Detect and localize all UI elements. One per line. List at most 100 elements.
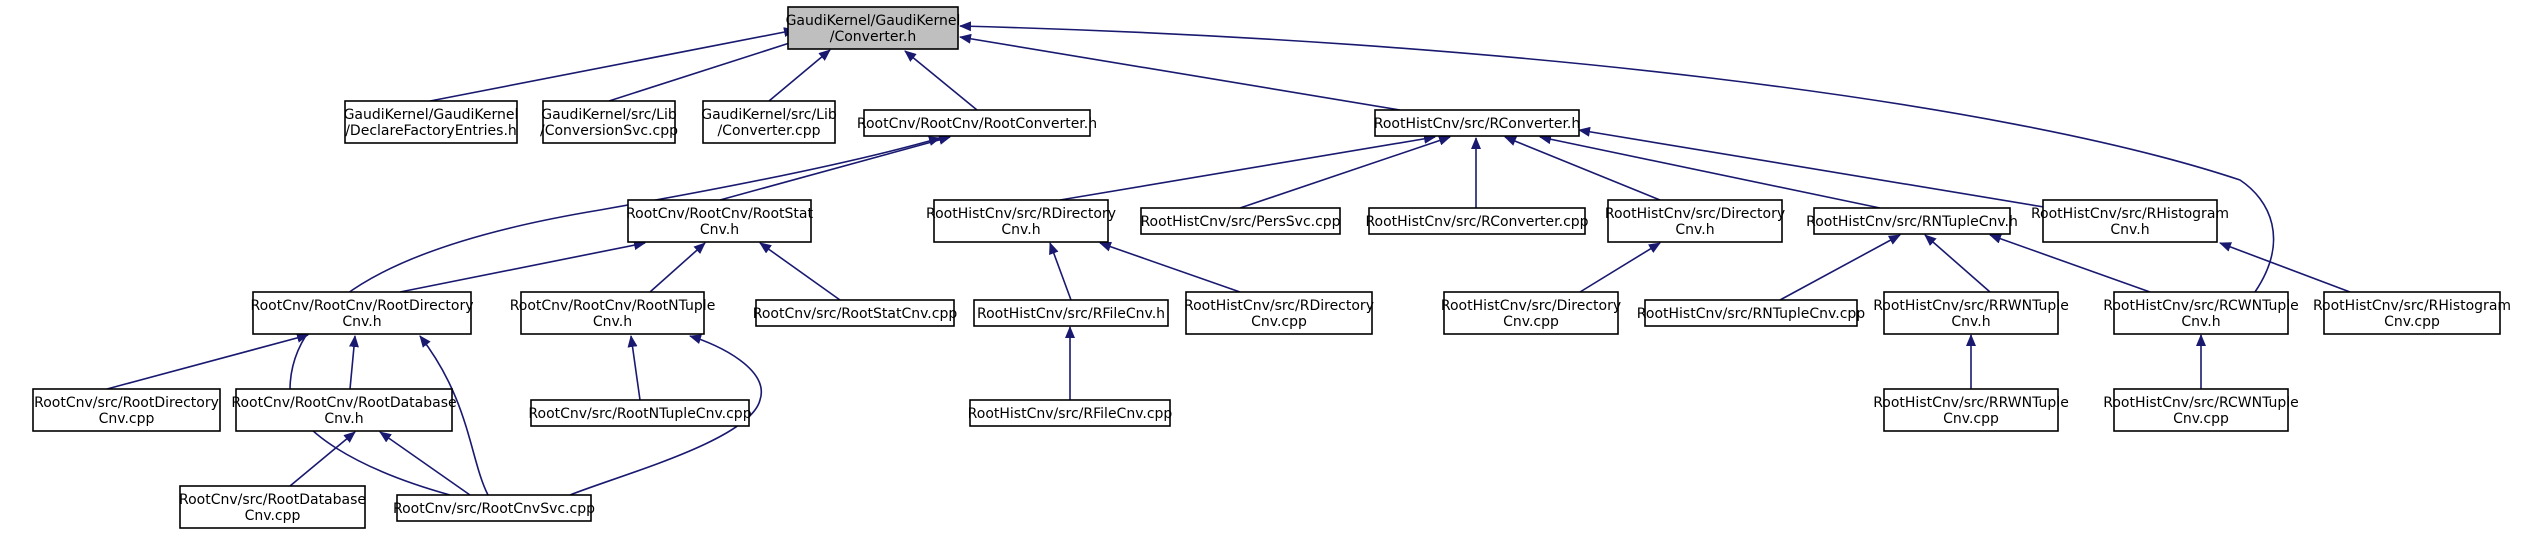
node-label-line: GaudiKernel/src/Lib	[701, 107, 837, 123]
node-label-line: Cnv.cpp	[99, 411, 155, 427]
node-n12[interactable]: RootCnv/src/RootNTupleCnv.cpp	[528, 399, 752, 427]
node-box	[2113, 291, 2289, 335]
node-box	[235, 388, 453, 432]
node-box	[1374, 109, 1580, 137]
node-layer: GaudiKernel/GaudiKernel/Converter.hGaudi…	[32, 6, 2511, 529]
node-label-line: RootHistCnv/src/RConverter.cpp	[1365, 214, 1588, 230]
node-box	[1644, 299, 1858, 327]
node-n17[interactable]: RootHistCnv/src/RConverter.cpp	[1365, 207, 1589, 235]
node-label-line: RootCnv/src/RootCnvSvc.cpp	[393, 501, 595, 517]
edge-n25-n19	[1779, 234, 1901, 301]
node-box	[787, 6, 959, 50]
node-n1[interactable]: GaudiKernel/GaudiKernel/DeclareFactoryEn…	[344, 100, 519, 144]
node-label-line: Cnv.h	[2181, 314, 2220, 330]
node-box	[702, 100, 836, 144]
node-box	[933, 199, 1109, 243]
node-box	[344, 100, 518, 144]
node-box	[2113, 388, 2289, 432]
edge-n4-n0	[904, 50, 978, 111]
node-box	[1883, 388, 2059, 432]
node-box	[969, 399, 1171, 427]
node-label-line: RootHistCnv/src/RNTupleCnv.cpp	[1637, 306, 1865, 322]
node-label-line: GaudiKernel/GaudiKernel	[344, 107, 519, 123]
node-label-line: Cnv.cpp	[2173, 411, 2229, 427]
node-label-line: RootHistCnv/src/RNTupleCnv.h	[1806, 214, 2018, 230]
node-label-line: RootHistCnv/src/RConverter.h	[1374, 116, 1581, 132]
edge-n27-n19	[1989, 233, 2151, 293]
node-n5[interactable]: RootHistCnv/src/RConverter.h	[1374, 109, 1581, 137]
edge-n3-n0	[768, 49, 831, 102]
edge-n6-n4	[719, 135, 951, 201]
edge-n22-n15	[1099, 241, 1241, 293]
node-n8[interactable]: RootCnv/RootCnv/RootNTupleCnv.h	[510, 291, 716, 335]
node-box	[530, 399, 750, 427]
edge-n1-n0	[429, 27, 796, 102]
edge-n8-n6	[649, 242, 706, 293]
node-n19[interactable]: RootHistCnv/src/RNTupleCnv.h	[1806, 207, 2018, 235]
node-label-line: RootHistCnv/src/PersSvc.cpp	[1140, 214, 1340, 230]
node-n6[interactable]: RootCnv/RootCnv/RootStatCnv.h	[626, 199, 813, 243]
node-box	[396, 494, 592, 522]
edge-n14-n4	[289, 136, 941, 496]
node-label-line: RootHistCnv/src/RFileCnv.cpp	[968, 406, 1173, 422]
node-label-line: Cnv.h	[324, 411, 363, 427]
node-n0[interactable]: GaudiKernel/GaudiKernel/Converter.h	[786, 6, 961, 50]
node-label-line: /DeclareFactoryEntries.h	[345, 123, 517, 139]
node-n3[interactable]: GaudiKernel/src/Lib/Converter.cpp	[701, 100, 837, 144]
node-label-line: RootHistCnv/src/RCWNTuple	[2103, 395, 2299, 411]
node-n25[interactable]: RootHistCnv/src/RNTupleCnv.cpp	[1637, 299, 1865, 327]
node-label-line: Cnv.h	[2110, 222, 2149, 238]
node-label-line: RootHistCnv/src/RCWNTuple	[2103, 298, 2299, 314]
node-label-line: RootHistCnv/src/RDirectory	[1184, 298, 1374, 314]
node-n14[interactable]: RootCnv/src/RootCnvSvc.cpp	[393, 494, 595, 522]
edge-n2-n0	[608, 37, 803, 102]
node-box	[252, 291, 472, 335]
edge-n14-n11	[379, 431, 471, 496]
edge-n7-n6	[399, 240, 646, 293]
node-n21[interactable]: RootHistCnv/src/RFileCnv.h	[973, 299, 1169, 327]
node-label-line: Cnv.h	[1951, 314, 1990, 330]
node-label-line: /Converter.cpp	[717, 123, 820, 139]
node-label-line: RootHistCnv/src/Directory	[1605, 206, 1785, 222]
node-box	[627, 199, 812, 243]
node-n2[interactable]: GaudiKernel/src/Lib/ConversionSvc.cpp	[540, 100, 678, 144]
node-box	[1368, 207, 1586, 235]
node-box	[520, 291, 705, 335]
node-n4[interactable]: RootCnv/RootCnv/RootConverter.h	[857, 109, 1097, 137]
node-n9[interactable]: RootCnv/src/RootStatCnv.cpp	[753, 299, 958, 327]
node-label-line: GaudiKernel/GaudiKernel	[786, 13, 961, 29]
node-label-line: RootCnv/src/RootDirectory	[34, 395, 219, 411]
node-label-line: RootHistCnv/src/RHistogram	[2313, 298, 2511, 314]
edge-n26-n19	[1924, 234, 1991, 293]
node-label-line: Cnv.h	[1675, 222, 1714, 238]
node-box	[542, 100, 676, 144]
edge-n15-n5	[1059, 133, 1436, 201]
edge-n19-n5	[1539, 134, 1881, 209]
node-label-line: Cnv.cpp	[1251, 314, 1307, 330]
node-box	[1443, 291, 1619, 335]
node-label-line: Cnv.h	[1001, 222, 1040, 238]
node-n16[interactable]: RootHistCnv/src/PersSvc.cpp	[1140, 207, 1341, 235]
node-label-line: RootHistCnv/src/Directory	[1441, 298, 1621, 314]
edge-n14-n7	[419, 335, 489, 496]
node-label-line: Cnv.cpp	[245, 508, 301, 524]
edge-n10-n7	[106, 333, 309, 390]
edge-n16-n5	[1239, 135, 1451, 209]
edge-layer	[106, 21, 2351, 496]
node-n23[interactable]: RootHistCnv/src/RFileCnv.cpp	[968, 399, 1173, 427]
node-label-line: RootCnv/RootCnv/RootDirectory	[251, 298, 474, 314]
